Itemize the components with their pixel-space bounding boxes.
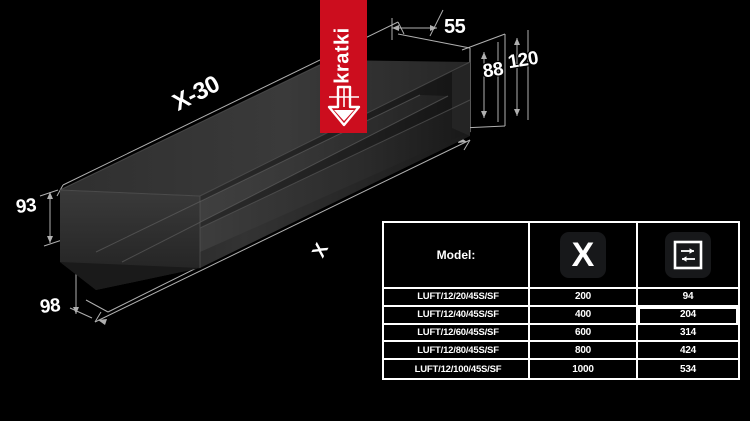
table-row-selected[interactable]: LUFT/12/40/45S/SF 400 204 (384, 306, 738, 325)
model-value: LUFT/12/20/45S/SF (417, 291, 499, 303)
x-value: 1000 (572, 363, 594, 375)
cell-model: LUFT/12/40/45S/SF (384, 306, 530, 325)
dimension-label-outer-depth: 120 (506, 47, 540, 74)
airflow-arrows-icon (665, 232, 711, 278)
kratki-wordmark: kratki (332, 27, 354, 84)
cell-model: LUFT/12/80/45S/SF (384, 342, 530, 361)
cell-x: 800 (530, 342, 638, 361)
x-value: 200 (574, 291, 592, 303)
cell-x: 600 (530, 324, 638, 343)
cell-model: LUFT/12/20/45S/SF (384, 289, 530, 307)
airflow-value: 204 (679, 309, 697, 321)
cell-airflow: 424 (638, 342, 738, 361)
airflow-value: 314 (679, 326, 697, 338)
table-row[interactable]: LUFT/12/60/45S/SF 600 314 (384, 324, 738, 343)
model-header-label: Model: (436, 248, 476, 262)
cell-airflow: 94 (638, 289, 738, 307)
cell-airflow: 314 (638, 325, 738, 343)
cell-x: 1000 (530, 360, 638, 378)
table-header-row: Model: X (384, 223, 738, 289)
cell-x: 400 (530, 306, 638, 325)
dimension-label-inner-depth: 88 (481, 58, 505, 83)
header-cell-airflow (638, 223, 738, 289)
x-value: 800 (574, 344, 592, 356)
dimension-label-front-height: 93 (14, 195, 38, 218)
airflow-value: 424 (679, 344, 697, 356)
cell-x: 200 (530, 289, 638, 307)
specification-table: Model: X (382, 221, 740, 380)
airflow-value: 94 (682, 291, 694, 303)
dimension-label-back-height: 98 (38, 295, 62, 318)
model-value: LUFT/12/100/45S/SF (414, 363, 502, 375)
letter-x-icon: X (560, 232, 606, 278)
header-cell-x: X (530, 223, 638, 289)
kratki-brand-banner: kratki (320, 0, 367, 133)
header-cell-model: Model: (384, 223, 530, 289)
cell-airflow: 204 (638, 306, 738, 325)
down-arrow-icon (327, 85, 360, 127)
cell-model: LUFT/12/60/45S/SF (384, 324, 530, 343)
x-value: 400 (574, 309, 592, 321)
letter-x-glyph: X (571, 236, 595, 274)
x-value: 600 (574, 326, 592, 338)
model-value: LUFT/12/80/45S/SF (417, 344, 499, 356)
table-row[interactable]: LUFT/12/100/45S/SF 1000 534 (384, 360, 738, 378)
model-value: LUFT/12/40/45S/SF (417, 309, 499, 321)
cell-airflow: 534 (638, 360, 738, 378)
dimension-label-face-width: 55 (444, 16, 466, 38)
airflow-value: 534 (679, 363, 697, 375)
model-value: LUFT/12/60/45S/SF (417, 326, 499, 338)
table-row[interactable]: LUFT/12/80/45S/SF 800 424 (384, 342, 738, 361)
cell-model: LUFT/12/100/45S/SF (384, 360, 530, 378)
table-row[interactable]: LUFT/12/20/45S/SF 200 94 (384, 289, 738, 307)
